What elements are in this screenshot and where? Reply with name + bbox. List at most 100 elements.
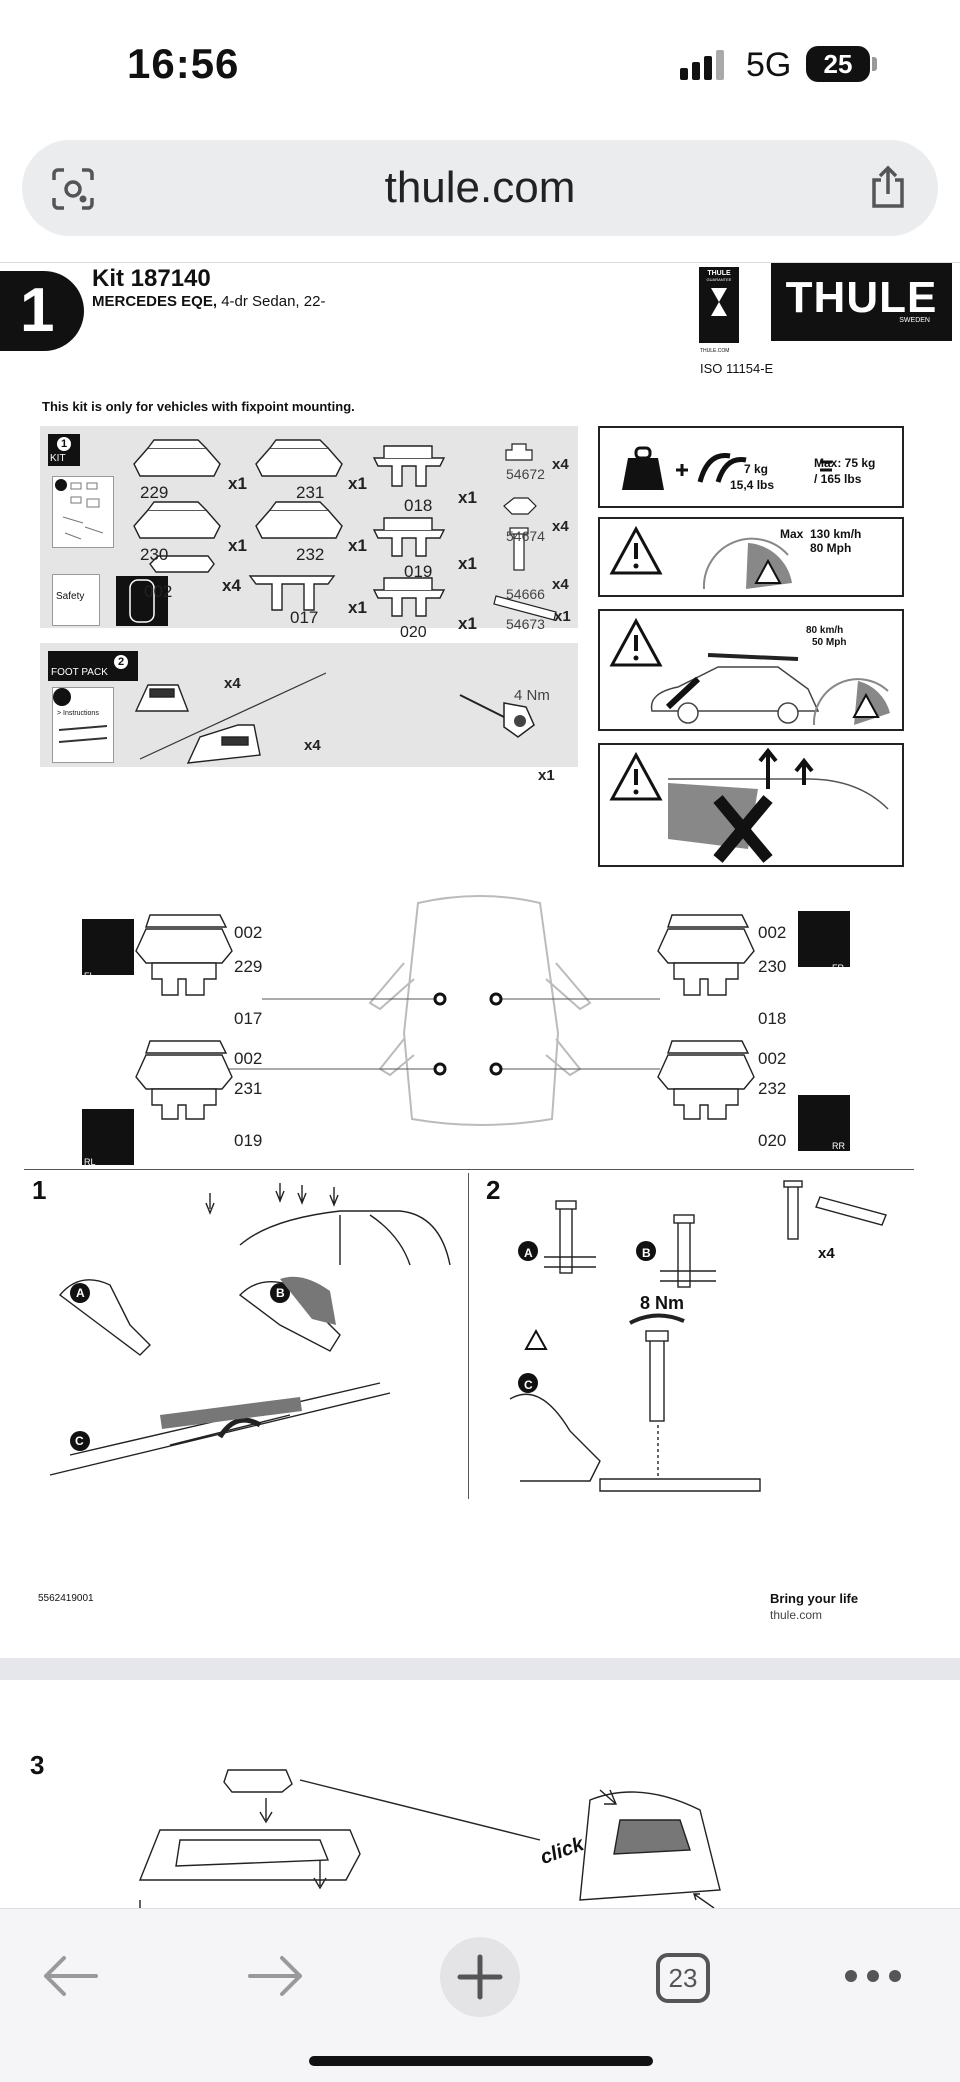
- kit-leaflet: [52, 476, 114, 548]
- part-qty: x1: [458, 554, 477, 573]
- part-code: 018: [404, 496, 433, 515]
- step-letter: A: [524, 1246, 533, 1260]
- step-2-illustration: [509, 1180, 887, 1492]
- battery-tip: [872, 57, 877, 71]
- position-fl: FL: [84, 971, 95, 981]
- step-3-illustration: [138, 1769, 721, 1909]
- foot-qty: x4: [304, 737, 321, 754]
- no-lift-warning-icon: [609, 747, 889, 863]
- speed2-kmh: 80 km/h: [806, 625, 844, 636]
- hardware-qty: x4: [552, 456, 569, 473]
- bracket-parts-drawing: [372, 445, 446, 617]
- fl-fr-card: [116, 576, 168, 626]
- vehicle-detail: 4-dr Sedan, 22-: [221, 293, 326, 310]
- leaflet-num-icon: [53, 688, 71, 706]
- iso-label: ISO 11154-E: [700, 361, 774, 376]
- back-arrow-icon[interactable]: [40, 1953, 100, 1999]
- torque-value: 8 Nm: [640, 1293, 685, 1313]
- kit-num: 1: [57, 437, 71, 451]
- step-3-number: 3: [30, 1750, 45, 1780]
- step-letter: C: [75, 1434, 84, 1448]
- vehicle-make: MERCEDES EQE,: [92, 293, 218, 310]
- share-icon[interactable]: [868, 165, 908, 210]
- step-circle: [0, 271, 84, 351]
- load-speed-box: 80 km/h 50 Mph: [598, 609, 904, 731]
- status-time: 16:56: [127, 40, 240, 87]
- leaflet-sketch-icon: [55, 479, 104, 540]
- kit-title: Kit 187140: [92, 265, 211, 292]
- bar-weight-lbs: 15,4 lbs: [730, 478, 775, 492]
- foot-units-drawing: [134, 672, 327, 764]
- torque-tool-label: 4 Nm: [514, 687, 550, 704]
- part-code: 020: [400, 624, 427, 641]
- document-code: 5562419001: [38, 1593, 94, 1604]
- plus-icon: [457, 1954, 503, 2000]
- part-code: 232: [296, 545, 325, 564]
- network-type: 5G: [746, 46, 792, 84]
- fr-code: 002: [758, 923, 787, 942]
- page-gap: [0, 1658, 960, 1680]
- foot-pack-num: 2: [114, 655, 128, 669]
- hardware-qty: x4: [552, 576, 569, 593]
- badge-url: THULE.COM: [700, 348, 730, 354]
- max-load-lbs: / 165 lbs: [814, 472, 862, 486]
- part-code: 002: [144, 582, 173, 601]
- speed-mph: 80 Mph: [810, 541, 852, 555]
- step-letter: B: [276, 1286, 285, 1300]
- section-divider: [24, 1169, 914, 1170]
- torque-qty: x1: [538, 767, 555, 784]
- foot-parts-drawing: [133, 439, 343, 611]
- hardware-parts-drawing: [493, 443, 557, 621]
- fl-code: 002: [234, 923, 263, 942]
- step-2-qty: x4: [818, 1245, 835, 1262]
- rr-code: 020: [758, 1131, 787, 1150]
- speed-kmh: 130 km/h: [810, 527, 862, 541]
- torque-key-icon: [459, 694, 535, 738]
- tab-count: 23: [668, 1963, 698, 1993]
- foot-pack-box-icon: FOOT PACK 2: [48, 651, 138, 681]
- column-divider: [468, 1173, 469, 1499]
- url-text[interactable]: thule.com: [384, 163, 576, 212]
- weight-icon: [622, 446, 832, 490]
- speed2-mph: 50 Mph: [812, 637, 847, 648]
- part-qty: x1: [458, 488, 477, 507]
- bars-sketch-icon: [58, 725, 108, 743]
- speed-warning-icon: [609, 525, 792, 590]
- foot-qty: x4: [224, 675, 241, 692]
- lens-icon[interactable]: [52, 168, 94, 210]
- load-limit-box: 7 kg 15,4 lbs Max: 75 kg / 165 lbs: [598, 426, 904, 508]
- lifting-warning-box: [598, 743, 904, 867]
- hardware-qty: x4: [552, 518, 569, 535]
- rr-code: 002: [758, 1049, 787, 1068]
- forward-arrow-icon[interactable]: [246, 1953, 306, 1999]
- browser-toolbar: 23: [0, 1908, 960, 2082]
- safety-leaflet: Safety: [52, 574, 100, 626]
- foot-pack-leaflet: > Instructions: [52, 687, 114, 763]
- part-qty: x1: [348, 474, 367, 493]
- bar-weight-kg: 7 kg: [744, 462, 769, 476]
- kit-label: KIT: [50, 453, 66, 464]
- car-load-warning-icon: [609, 617, 890, 726]
- rl-code: 002: [234, 1049, 263, 1068]
- tabs-button[interactable]: 23: [656, 1953, 710, 2003]
- part-qty: x1: [348, 536, 367, 555]
- step-number: 1: [20, 276, 55, 345]
- brand-sub: SWEDEN: [899, 317, 930, 324]
- max-load-kg: Max: 75 kg: [814, 456, 876, 470]
- hourglass-icon: [711, 288, 727, 316]
- more-icon[interactable]: [844, 1969, 904, 1983]
- position-diagram: [82, 895, 850, 1165]
- battery-indicator: 25: [806, 46, 870, 82]
- speed-limit-box: Max 130 km/h 80 Mph: [598, 517, 904, 597]
- position-fr: FR: [832, 963, 844, 973]
- hardware-qty: x1: [554, 608, 571, 625]
- manual-page-2: 3 click: [0, 1680, 960, 1910]
- instructions-label: > Instructions: [57, 710, 99, 717]
- fr-code: 230: [758, 957, 787, 976]
- foot-pack-label: FOOT PACK: [51, 667, 108, 678]
- address-bar[interactable]: thule.com: [22, 140, 938, 236]
- step-1-number: 1: [32, 1175, 47, 1205]
- manual-page: 1 Kit 187140 MERCEDES EQE, 4-dr Sedan, 2…: [0, 262, 960, 1659]
- part-qty: x1: [458, 614, 477, 633]
- new-tab-button[interactable]: [440, 1937, 520, 2017]
